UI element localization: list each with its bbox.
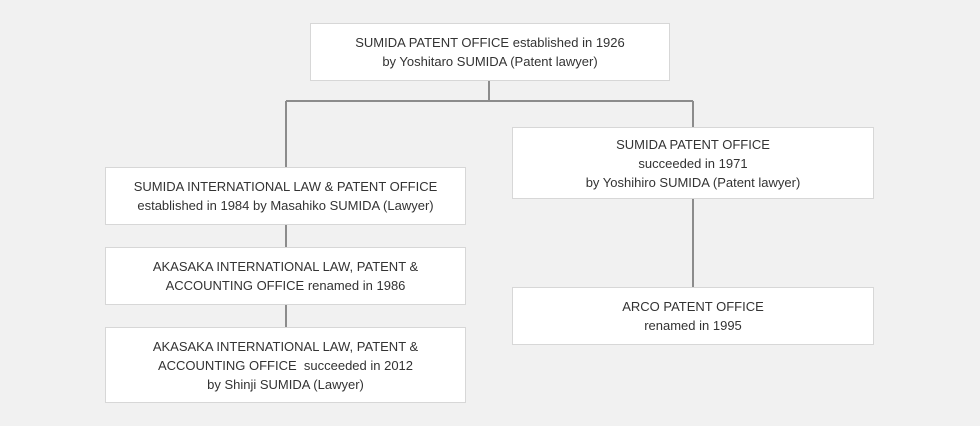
node-akasaka-office-renamed-1986: AKASAKA INTERNATIONAL LAW, PATENT & ACCO… bbox=[105, 247, 466, 305]
node-line: SUMIDA INTERNATIONAL LAW & PATENT OFFICE bbox=[133, 179, 438, 194]
node-line: ACCOUNTING OFFICE renamed in 1986 bbox=[165, 278, 406, 293]
node-line: AKASAKA INTERNATIONAL LAW, PATENT & bbox=[152, 259, 419, 274]
node-line: renamed in 1995 bbox=[644, 318, 742, 333]
node-line: by Yoshitaro SUMIDA (Patent lawyer) bbox=[382, 54, 598, 69]
node-akasaka-office-succeeded-2012: AKASAKA INTERNATIONAL LAW, PATENT & ACCO… bbox=[105, 327, 466, 403]
node-line: SUMIDA PATENT OFFICE established in 1926 bbox=[355, 35, 625, 50]
node-line: AKASAKA INTERNATIONAL LAW, PATENT & bbox=[152, 338, 419, 354]
node-line: by Yoshihiro SUMIDA (Patent lawyer) bbox=[585, 174, 801, 190]
node-line: ACCOUNTING OFFICE succeeded in 2012 bbox=[157, 357, 414, 373]
node-line: ARCO PATENT OFFICE bbox=[622, 299, 764, 314]
node-root-sumida-patent-office-1926: SUMIDA PATENT OFFICE established in 1926… bbox=[310, 23, 670, 81]
node-line: by Shinji SUMIDA (Lawyer) bbox=[207, 376, 364, 392]
node-line: SUMIDA PATENT OFFICE bbox=[616, 136, 770, 152]
node-line: succeeded in 1971 bbox=[638, 155, 748, 171]
node-sumida-international-law-patent-office: SUMIDA INTERNATIONAL LAW & PATENT OFFICE… bbox=[105, 167, 466, 225]
node-line: established in 1984 by Masahiko SUMIDA (… bbox=[137, 198, 434, 213]
node-sumida-patent-office-succeeded-1971: SUMIDA PATENT OFFICE succeeded in 1971 b… bbox=[512, 127, 874, 199]
node-arco-patent-office-renamed-1995: ARCO PATENT OFFICE renamed in 1995 bbox=[512, 287, 874, 345]
